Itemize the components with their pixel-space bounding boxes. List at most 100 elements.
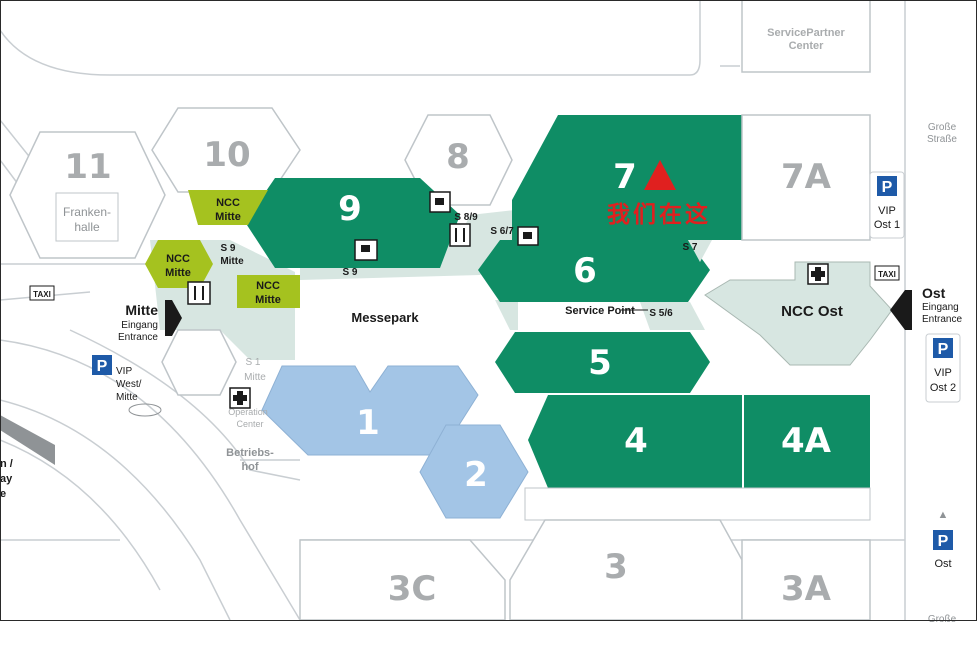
s7-label: S 7	[682, 242, 697, 253]
hall-6-label: 6	[573, 251, 597, 291]
ncc-mitte-center-2: Mitte	[255, 294, 281, 306]
hall-6[interactable]	[478, 240, 710, 302]
hall-2[interactable]	[419, 424, 529, 519]
operation-center-label-1: Operation	[228, 407, 268, 417]
s9-label: S 9	[342, 267, 357, 278]
hall-10-label: 10	[203, 135, 250, 175]
taxi-icon: TAXI	[29, 285, 55, 301]
restaurant-icon	[449, 223, 471, 247]
s7-connector	[688, 240, 712, 262]
you-are-here-marker	[644, 160, 676, 190]
ost-entrance-label-1: Ost	[922, 285, 946, 301]
hall-5-label: 5	[588, 343, 612, 383]
hall-7a[interactable]	[741, 114, 871, 241]
ncc-ost[interactable]	[704, 261, 893, 366]
s89-label: S 8/9	[454, 212, 478, 223]
frankenhalle-label-2: halle	[74, 220, 100, 234]
vip-ost2-parking-letter: P	[938, 341, 949, 358]
ncc-ost-label: NCC Ost	[781, 303, 843, 320]
mitte-entrance-arrow	[165, 300, 182, 336]
hall-7-label: 7	[613, 157, 637, 197]
vip-west-parking-icon[interactable]	[92, 355, 112, 375]
hall-3a-label: 3A	[781, 569, 832, 609]
ost-entrance-arrow	[890, 290, 912, 330]
s9-mitte-label-2: Mitte	[220, 256, 244, 267]
hall-4a[interactable]	[744, 395, 870, 488]
ncc-mitte-left-1: NCC	[166, 253, 190, 265]
s1-label-2: Mitte	[244, 372, 266, 383]
left-edge-strip	[0, 415, 55, 465]
hall-4-label: 4	[624, 421, 648, 461]
vip-ost1-label-1: VIP	[878, 205, 896, 217]
s9-mitte-label-1: S 9	[220, 243, 235, 254]
hall-9-label: 9	[338, 189, 362, 229]
hall-11-label: 11	[64, 147, 111, 187]
vip-ost1-label-2: Ost 1	[874, 219, 900, 231]
vip-ost2-label-1: VIP	[934, 367, 952, 379]
vip-west-parking-letter: P	[97, 358, 108, 375]
servicepartner-label-1: ServicePartner	[767, 27, 845, 39]
vip-ost2-label-2: Ost 2	[930, 382, 956, 394]
vip-ost2-parking-icon	[933, 338, 953, 358]
vip-west-label-3: Mitte	[116, 392, 138, 403]
hall-4[interactable]	[528, 395, 742, 488]
messepark-label: Messepark	[351, 310, 419, 325]
betriebshof-label-1: Betriebs-	[226, 447, 274, 459]
hall-2-label: 2	[464, 455, 488, 495]
cafe-icon	[429, 191, 451, 213]
servicepartner-center[interactable]	[741, 0, 871, 73]
vip-west-label-2: West/	[116, 379, 142, 390]
cafe-icon	[517, 226, 539, 246]
hall-3c-label: 3C	[388, 569, 437, 609]
mitte-entrance-label-2: Eingang	[121, 320, 158, 331]
grosse-strasse-label-2: Straße	[927, 134, 957, 145]
hall-3c[interactable]	[299, 539, 506, 621]
s56-connector	[640, 302, 705, 330]
hall-8[interactable]	[404, 114, 513, 206]
ost-parking-icon[interactable]	[933, 530, 953, 550]
left-edge-label-2: ay	[0, 473, 13, 485]
hall-7[interactable]	[512, 115, 742, 240]
vip-ost1-parking-letter: P	[882, 179, 893, 196]
ncc-mitte-top-1: NCC	[216, 197, 240, 209]
ost-parking-arrow-icon: ▲	[938, 509, 949, 521]
cafe-icon	[354, 239, 378, 261]
mitte-entrance-label-1: Mitte	[125, 302, 158, 318]
ncc-mitte-left[interactable]	[145, 240, 213, 288]
grosse-strasse-bottom: Große	[928, 614, 957, 625]
hall-3-label: 3	[604, 547, 628, 587]
grosse-strasse-label-1: Große	[928, 122, 957, 133]
first-aid-icon	[229, 387, 251, 409]
s1-label-1: S 1	[245, 357, 260, 368]
service-point-label: Service Point	[565, 305, 635, 317]
left-edge-label-3: e	[0, 488, 6, 500]
hall-8-label: 8	[446, 137, 470, 177]
hall-4a-label: 4A	[781, 421, 832, 461]
hall-5[interactable]	[495, 332, 710, 393]
ost-entrance-label-3: Entrance	[922, 314, 962, 325]
you-are-here-label: 我们在这	[607, 201, 711, 227]
hall-3a[interactable]	[741, 539, 871, 621]
restaurant-icon	[187, 281, 211, 305]
car-icon	[128, 403, 162, 417]
ncc-mitte-top[interactable]	[188, 190, 268, 225]
frankenhalle-box[interactable]	[55, 192, 119, 242]
hall-9[interactable]	[245, 178, 460, 268]
betriebshof-label-2: hof	[241, 461, 258, 473]
mitte-entrance-label-3: Entrance	[118, 332, 158, 343]
svg-text:TAXI: TAXI	[33, 290, 51, 299]
first-aid-icon	[807, 263, 829, 285]
ost-parking-label: Ost	[934, 558, 951, 570]
vip-west-label-1: VIP	[116, 366, 132, 377]
left-edge-label-1: n /	[0, 458, 13, 470]
vip-ost1-parking-icon	[877, 176, 897, 196]
hall-1[interactable]	[261, 365, 479, 456]
servicepartner-label-2: Center	[789, 40, 825, 52]
ost-entrance-label-2: Eingang	[922, 302, 959, 313]
ncc-mitte-center[interactable]	[237, 275, 300, 308]
hall-7a-label: 7A	[781, 157, 832, 197]
ncc-mitte-top-2: Mitte	[215, 211, 241, 223]
hall-1-label: 1	[356, 403, 380, 443]
frankenhalle-label-1: Franken-	[63, 205, 111, 219]
